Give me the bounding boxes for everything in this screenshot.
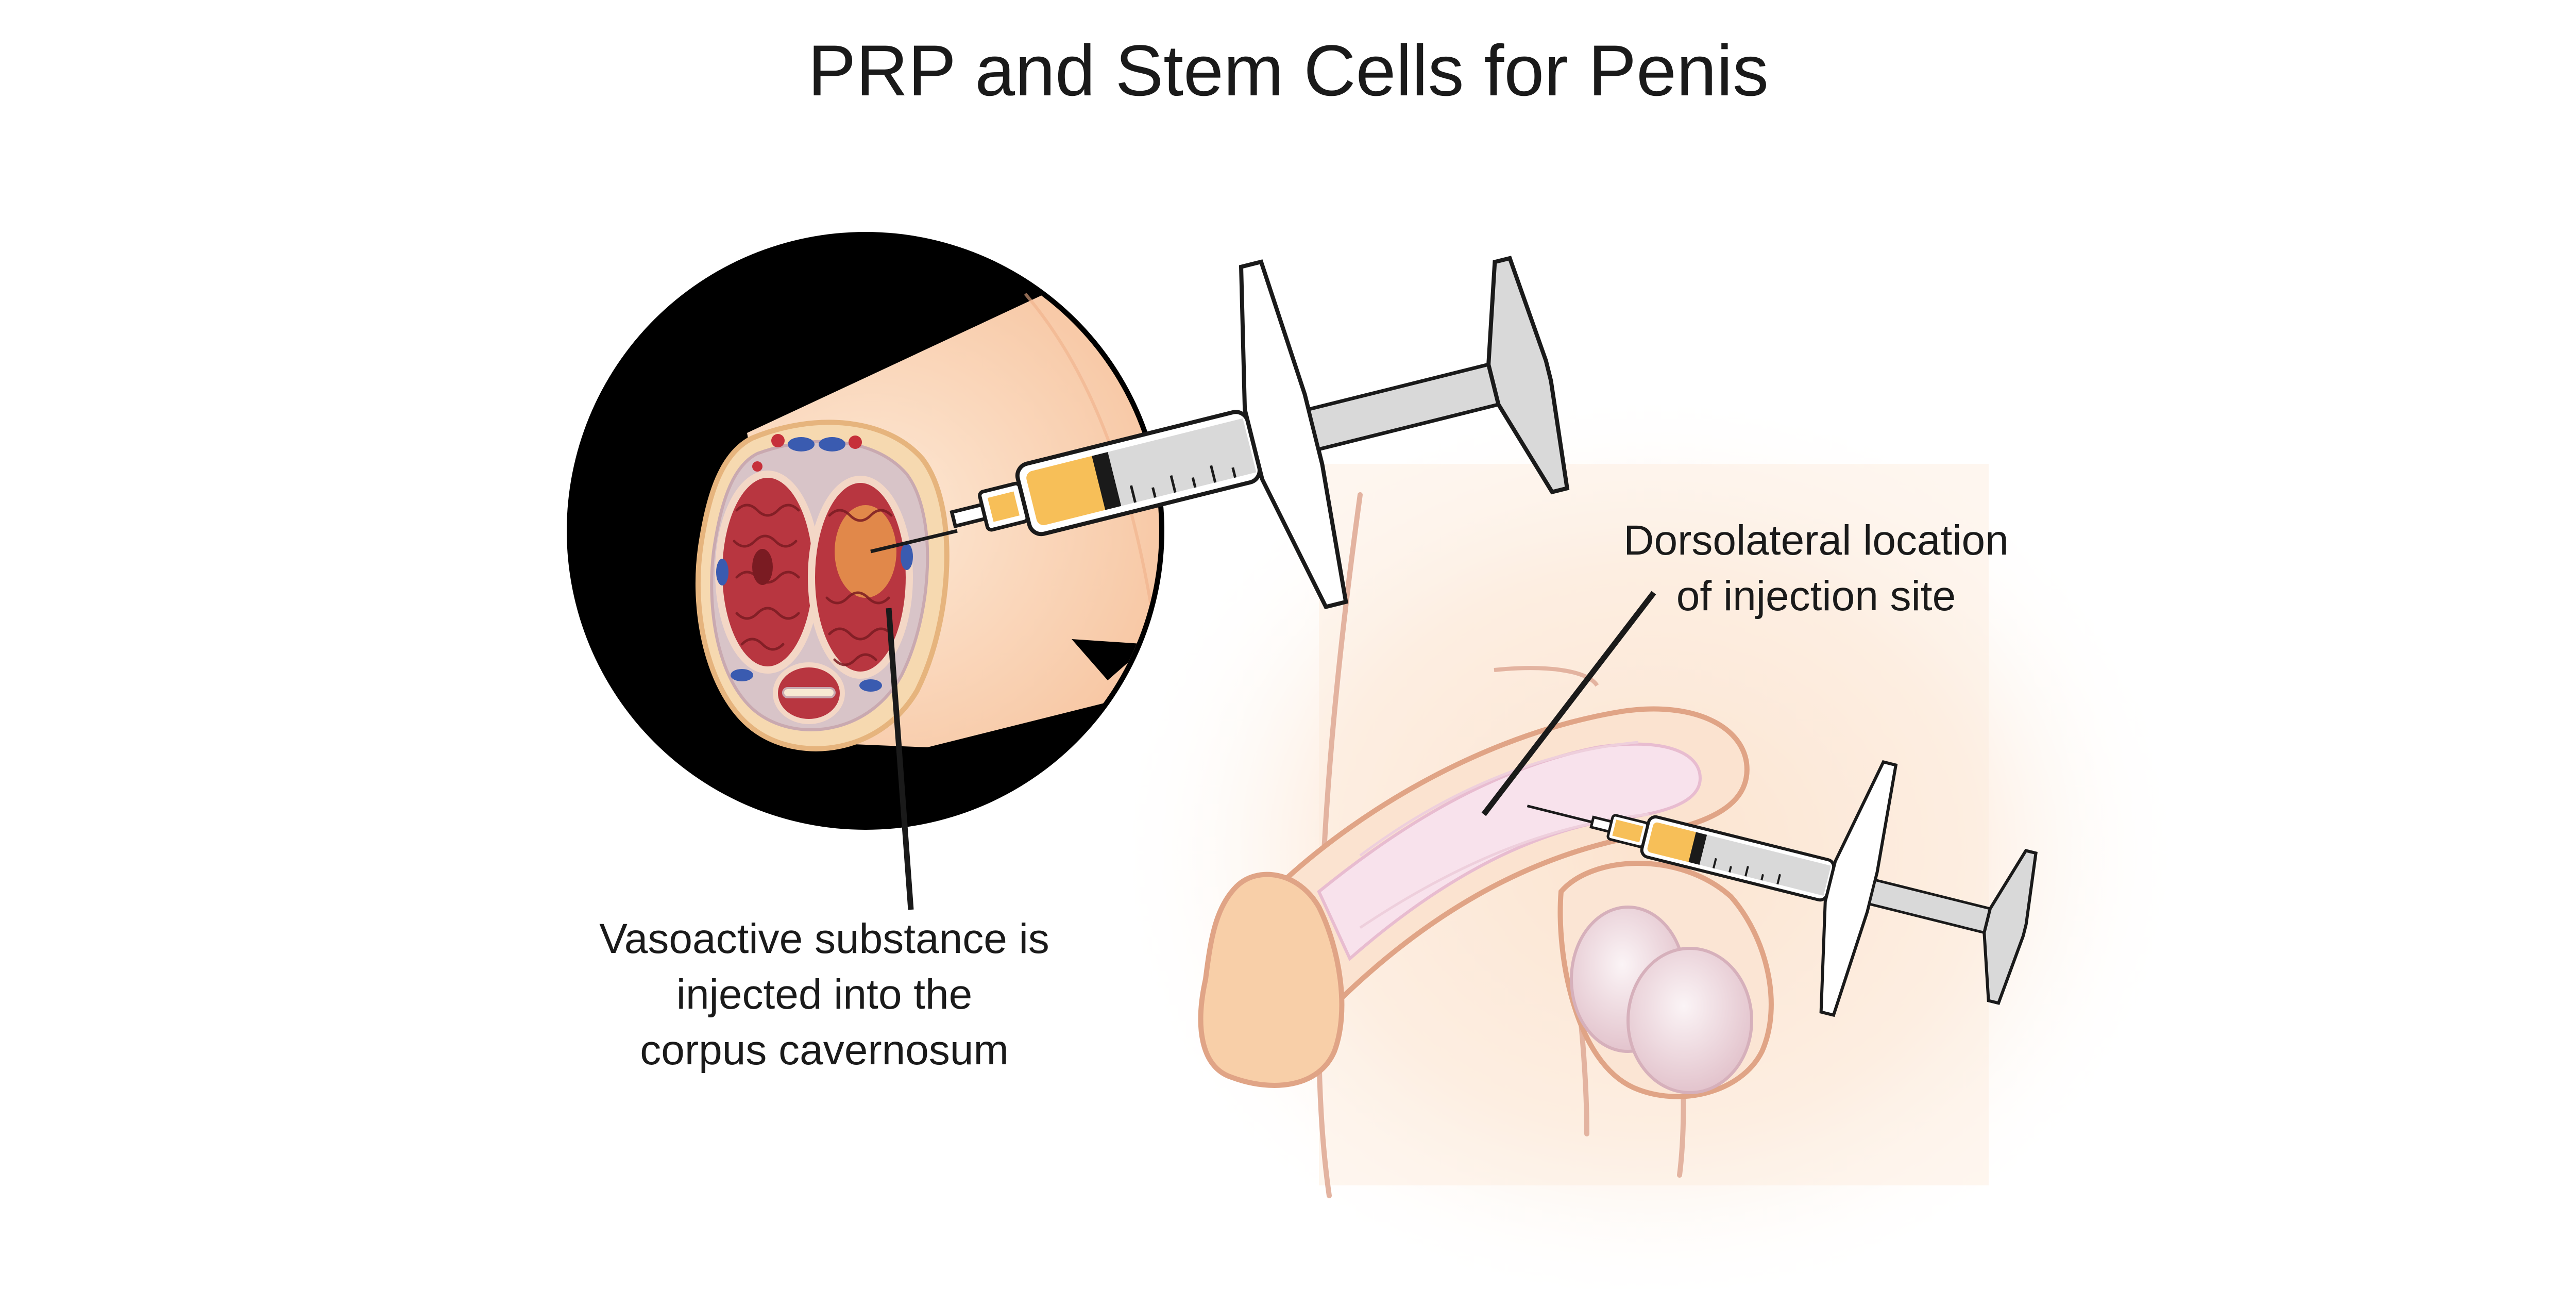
callout-corpus-injection: Vasoactive substance is injected into th… <box>515 911 1133 1078</box>
glans <box>1198 872 1345 1088</box>
injected-substance <box>835 505 896 598</box>
callout-line: injected into the <box>676 971 973 1018</box>
testis-right <box>1626 947 1753 1094</box>
leader-line-injection-site <box>1481 591 1656 816</box>
callout-line: Vasoactive substance is <box>599 915 1049 962</box>
needle-large <box>870 529 958 554</box>
callout-line: Dorsolateral location <box>1623 517 2009 564</box>
vessels <box>716 434 913 692</box>
callout-injection-site: Dorsolateral location of injection site <box>1520 513 2112 624</box>
penis-cross-section <box>696 420 950 751</box>
penis-shaft <box>1275 666 1750 1015</box>
scrotum <box>1557 861 1774 1099</box>
callout-line: corpus cavernosum <box>640 1027 1009 1074</box>
callout-line: of injection site <box>1676 573 1956 620</box>
page-title: PRP and Stem Cells for Penis <box>808 30 1769 111</box>
leader-line-corpus <box>886 608 914 910</box>
syringe-small <box>1527 760 2038 1017</box>
syringe-large <box>950 256 1570 610</box>
